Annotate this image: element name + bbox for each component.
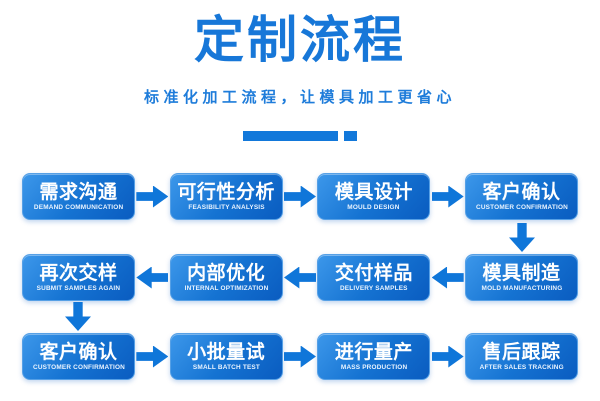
step-mold-manufacturing: 模具制造 MOLD MANUFACTURING	[465, 254, 579, 301]
step-customer-confirmation-2: 客户确认 CUSTOMER CONFIRMATION	[22, 333, 135, 380]
step-label-zh: 小批量试	[187, 341, 266, 363]
arrow-right-icon	[136, 185, 169, 208]
step-mould-design: 模具设计 MOULD DESIGN	[317, 173, 431, 220]
step-demand-communication: 需求沟通 DEMAND COMMUNICATION	[22, 173, 135, 220]
step-label-zh: 客户确认	[482, 181, 561, 203]
flow-row-1: 需求沟通 DEMAND COMMUNICATION 可行性分析 FEASIBIL…	[22, 173, 579, 220]
step-label-zh: 模具制造	[482, 262, 561, 284]
page-title: 定制流程	[194, 12, 406, 68]
step-label-zh: 再次交样	[39, 262, 118, 284]
step-label-en: CUSTOMER CONFIRMATION	[32, 363, 125, 371]
arrow-right-icon	[431, 345, 464, 368]
step-label-en: DEMAND COMMUNICATION	[33, 203, 124, 211]
step-label-en: INTERNAL OPTIMIZATION	[184, 284, 269, 292]
arrow-right-icon	[431, 185, 464, 208]
step-customer-confirmation-1: 客户确认 CUSTOMER CONFIRMATION	[465, 173, 579, 220]
step-label-zh: 模具设计	[334, 181, 413, 203]
divider-bar	[243, 131, 338, 141]
step-label-en: MOULD DESIGN	[347, 203, 400, 211]
step-submit-samples-again: 再次交样 SUBMIT SAMPLES AGAIN	[22, 254, 135, 301]
step-feasibility-analysis: 可行性分析 FEASIBILITY ANALYSIS	[169, 173, 283, 220]
arrow-down-icon	[509, 223, 535, 252]
arrow-right-icon	[284, 345, 316, 368]
step-label-zh: 可行性分析	[177, 181, 275, 203]
step-label-en: CUSTOMER CONFIRMATION	[475, 203, 568, 211]
step-label-en: MOLD MANUFACTURING	[481, 284, 562, 292]
arrow-left-icon	[136, 266, 169, 289]
arrow-down-icon	[65, 302, 91, 331]
step-label-zh: 客户确认	[39, 341, 118, 363]
step-label-zh: 进行量产	[334, 341, 413, 363]
step-label-zh: 售后跟踪	[482, 341, 561, 363]
arrow-left-icon	[431, 266, 464, 289]
arrow-right-icon	[136, 345, 169, 368]
step-small-batch-test: 小批量试 SMALL BATCH TEST	[169, 333, 283, 380]
step-after-sales-tracking: 售后跟踪 AFTER SALES TRACKING	[465, 333, 579, 380]
arrow-right-icon	[284, 185, 316, 208]
step-label-zh: 需求沟通	[39, 181, 118, 203]
step-internal-optimization: 内部优化 INTERNAL OPTIMIZATION	[169, 254, 283, 301]
step-mass-production: 进行量产 MASS PRODUCTION	[317, 333, 431, 380]
flow-row-3: 客户确认 CUSTOMER CONFIRMATION 小批量试 SMALL BA…	[22, 333, 579, 380]
title-divider	[0, 131, 600, 141]
step-label-zh: 交付样品	[334, 262, 413, 284]
step-delivery-samples: 交付样品 DELIVERY SAMPLES	[317, 254, 431, 301]
step-label-zh: 内部优化	[187, 262, 266, 284]
divider-square	[344, 131, 357, 141]
step-label-en: FEASIBILITY ANALYSIS	[187, 203, 265, 211]
step-label-en: SUBMIT SAMPLES AGAIN	[36, 284, 121, 292]
flow-row-2: 再次交样 SUBMIT SAMPLES AGAIN 内部优化 INTERNAL …	[22, 254, 579, 301]
step-label-en: SMALL BATCH TEST	[192, 363, 260, 371]
page-subtitle: 标准化加工流程，让模具加工更省心	[143, 89, 456, 106]
arrow-left-icon	[284, 266, 316, 289]
step-label-en: DELIVERY SAMPLES	[339, 284, 408, 292]
step-label-en: AFTER SALES TRACKING	[479, 363, 564, 371]
step-label-en: MASS PRODUCTION	[340, 363, 408, 371]
